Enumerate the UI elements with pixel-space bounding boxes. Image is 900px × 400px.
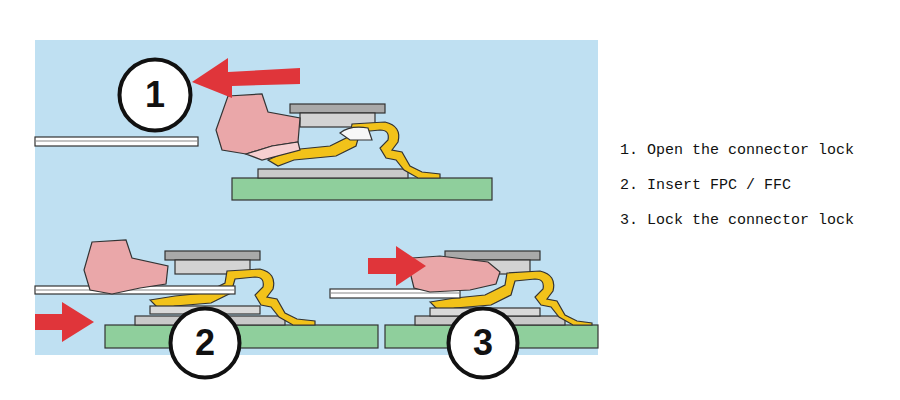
background-panel — [35, 40, 598, 355]
instruction-step: 2. Insert FPC / FFC — [620, 177, 791, 194]
callout-circle-shape — [449, 309, 518, 378]
callout-number: 1 — [145, 77, 165, 113]
callout-number: 2 — [195, 325, 215, 361]
instruction-step: 3. Lock the connector lock — [620, 212, 854, 229]
step-1-illustration — [35, 58, 492, 200]
callout-number: 3 — [473, 325, 493, 361]
callout-circle: 2 — [168, 306, 242, 380]
callout-circle-shape — [120, 60, 191, 131]
callout-circle: 1 — [117, 57, 193, 133]
callout-circle-shape — [171, 309, 240, 378]
instruction-step: 1. Open the connector lock — [620, 142, 854, 159]
callout-circle: 3 — [446, 306, 520, 380]
